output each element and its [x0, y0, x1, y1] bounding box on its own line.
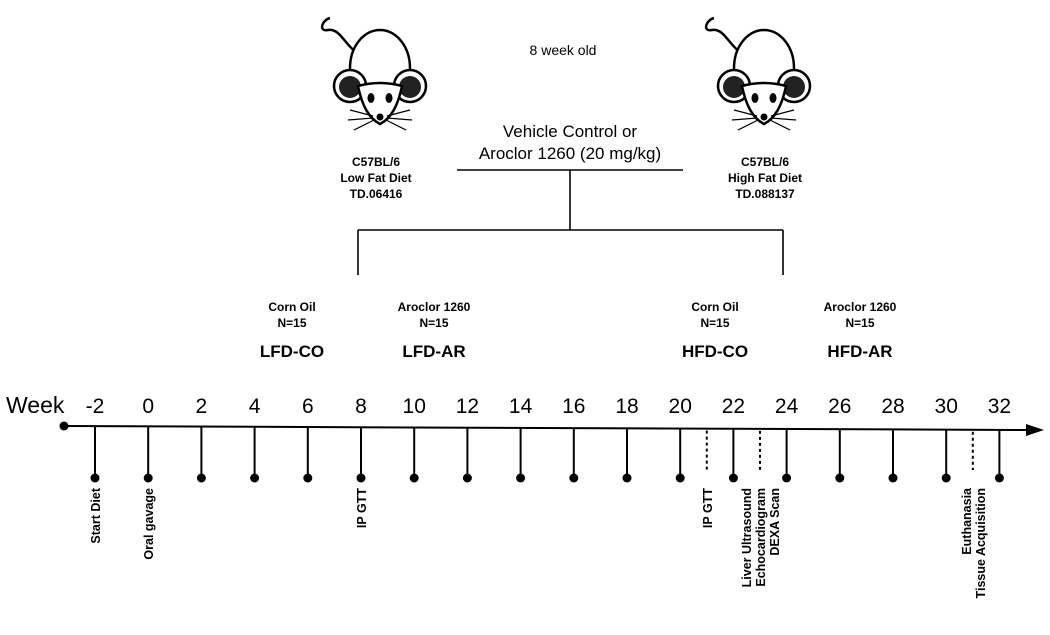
timeline-start-dot — [59, 421, 69, 431]
event-label: Liver Ultrasound — [740, 488, 754, 587]
week-label: 2 — [196, 395, 208, 418]
week-tick-dot — [994, 473, 1004, 483]
mouse-icon-low-fat — [320, 16, 428, 132]
group-n: N=15 — [277, 316, 306, 330]
week-tick-dot — [250, 473, 260, 483]
group-hfd-ar: Aroclor 1260 N=15 HFD-AR — [824, 300, 897, 361]
event-label: Tissue Acquisition — [974, 488, 988, 598]
week-label: 14 — [509, 395, 533, 418]
mouse-icon-high-fat — [704, 16, 812, 132]
week-tick-dot — [303, 473, 313, 483]
week-tick-dot — [356, 473, 366, 483]
week-tick-dot — [728, 473, 738, 483]
group-lfd-ar: Aroclor 1260 N=15 LFD-AR — [398, 300, 471, 361]
week-tick-dot — [143, 473, 153, 483]
event-label: Euthanasia — [960, 487, 974, 555]
week-label: 8 — [355, 395, 367, 418]
week-ticks — [90, 426, 1004, 483]
event-label: Start Diet — [89, 487, 103, 543]
week-tick-dot — [622, 473, 632, 483]
age-note: 8 week old — [530, 42, 597, 58]
timeline-axis-line — [63, 425, 1031, 431]
group-bracket — [357, 169, 784, 275]
week-label: 16 — [562, 395, 585, 418]
group-n: N=15 — [845, 316, 874, 330]
week-label: 26 — [828, 395, 851, 418]
week-tick-dot — [888, 473, 898, 483]
mouse-label-low-fat: C57BL/6 Low Fat Diet TD.06416 — [340, 155, 411, 201]
treatment-line-2: Aroclor 1260 (20 mg/kg) — [479, 144, 661, 163]
week-label: 12 — [456, 395, 479, 418]
week-label: 22 — [722, 395, 745, 418]
timeline-axis — [59, 421, 1044, 436]
group-abbr: LFD-CO — [260, 342, 324, 361]
event-label: Oral gavage — [142, 488, 156, 560]
week-label: 32 — [988, 395, 1011, 418]
week-tick-dot — [90, 473, 100, 483]
diet-label: Low Fat Diet — [340, 171, 411, 185]
week-tick-dot — [569, 473, 579, 483]
timeline-arrowhead — [1026, 424, 1044, 436]
group-treatment: Corn Oil — [268, 300, 315, 314]
week-tick-dot — [516, 473, 526, 483]
diet-label: High Fat Diet — [728, 171, 802, 185]
week-label: 18 — [615, 395, 638, 418]
group-lfd-co: Corn Oil N=15 LFD-CO — [260, 300, 324, 361]
week-label: 4 — [249, 395, 261, 418]
event-labels: Start Diet Oral gavage IP GTT IP GTT Liver U… — [89, 487, 988, 598]
event-label: IP GTT — [355, 488, 369, 528]
group-treatment: Aroclor 1260 — [398, 300, 471, 314]
week-label: 6 — [302, 395, 314, 418]
week-tick-dot — [196, 473, 206, 483]
week-tick-dot — [462, 473, 472, 483]
week-label: 28 — [881, 395, 904, 418]
week-label: 24 — [775, 395, 799, 418]
event-label: IP GTT — [701, 488, 715, 528]
week-axis-label: Week — [6, 392, 65, 418]
week-label: -2 — [86, 395, 105, 418]
group-abbr: HFD-CO — [682, 342, 748, 361]
diet-code-label: TD.06416 — [350, 187, 403, 201]
week-label: 0 — [142, 395, 154, 418]
group-hfd-co: Corn Oil N=15 HFD-CO — [682, 300, 748, 361]
group-treatment: Aroclor 1260 — [824, 300, 897, 314]
diet-code-label: TD.088137 — [735, 187, 795, 201]
week-label: 30 — [935, 395, 958, 418]
event-label: Echocardiogram — [754, 488, 768, 587]
group-treatment: Corn Oil — [691, 300, 738, 314]
week-tick-dot — [941, 473, 951, 483]
week-tick-dot — [782, 473, 792, 483]
week-tick-dot — [409, 473, 419, 483]
treatment-line-1: Vehicle Control or — [503, 122, 638, 141]
group-n: N=15 — [419, 316, 448, 330]
strain-label: C57BL/6 — [352, 155, 400, 169]
event-label: DEXA Scan — [768, 488, 782, 556]
week-tick-dot — [675, 473, 685, 483]
week-tick-dot — [835, 473, 845, 483]
group-n: N=15 — [700, 316, 729, 330]
strain-label: C57BL/6 — [741, 155, 789, 169]
week-label: 20 — [669, 395, 692, 418]
mouse-label-high-fat: C57BL/6 High Fat Diet TD.088137 — [728, 155, 802, 201]
dotted-markers — [705, 430, 974, 470]
group-abbr: LFD-AR — [402, 342, 465, 361]
group-abbr: HFD-AR — [827, 342, 892, 361]
week-label: 10 — [403, 395, 426, 418]
